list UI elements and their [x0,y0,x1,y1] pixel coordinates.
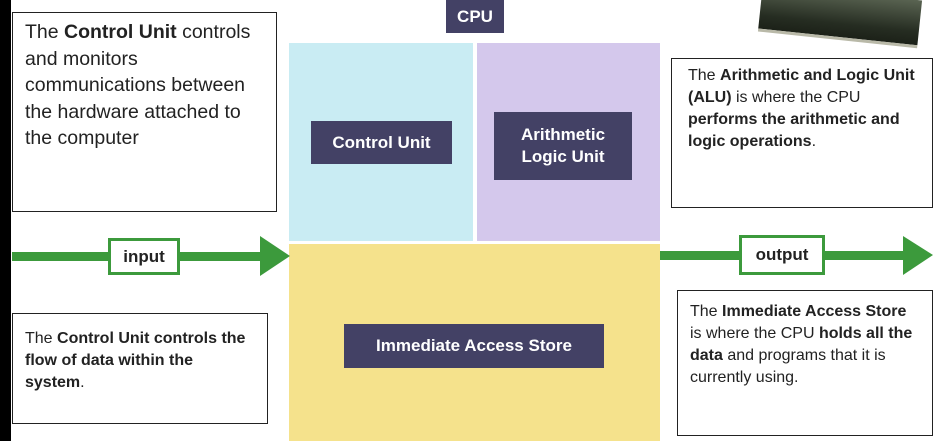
note-text: The [25,330,58,347]
output-label: output [739,235,825,275]
cpu-title: CPU [446,0,504,33]
note-bold: Immediate Access Store [722,303,907,320]
note-text: The [688,67,721,84]
alu-label: Arithmetic Logic Unit [494,112,632,180]
note-bold: Control Unit [64,21,177,43]
note-text: . [811,133,817,150]
note-bold: Control Unit controls the flow of data w… [25,330,246,391]
control-unit-label: Control Unit [311,121,452,164]
input-label: input [108,238,180,275]
control-unit-flow-note: The Control Unit controls the flow of da… [12,313,268,424]
control-unit-monitor-note: The Control Unit controls and monitors c… [12,12,277,212]
alu-note: The Arithmetic and Logic Unit (ALU) is w… [671,58,933,208]
note-text: is where the CPU [690,325,819,342]
ias-note: The Immediate Access Store is where the … [677,290,933,436]
alu-label-line1: Arithmetic [520,125,606,144]
alu-label-line2: Logic Unit [521,147,605,166]
note-text: and programs that it is currently using. [690,347,886,386]
note-text: . [80,374,85,391]
note-text: is where the CPU [731,89,861,106]
note-bold: Arithmetic and Logic Unit (ALU) [688,67,915,106]
note-text: The [25,21,65,43]
note-bold: holds all the data [690,325,913,364]
ias-label: Immediate Access Store [344,324,604,368]
cpu-chip-image [757,0,923,49]
note-text: controls and monitors communications bet… [25,21,251,149]
left-edge-bar [0,0,11,441]
note-text: The [690,303,723,320]
note-bold: performs the arithmetic and logic operat… [688,111,900,150]
